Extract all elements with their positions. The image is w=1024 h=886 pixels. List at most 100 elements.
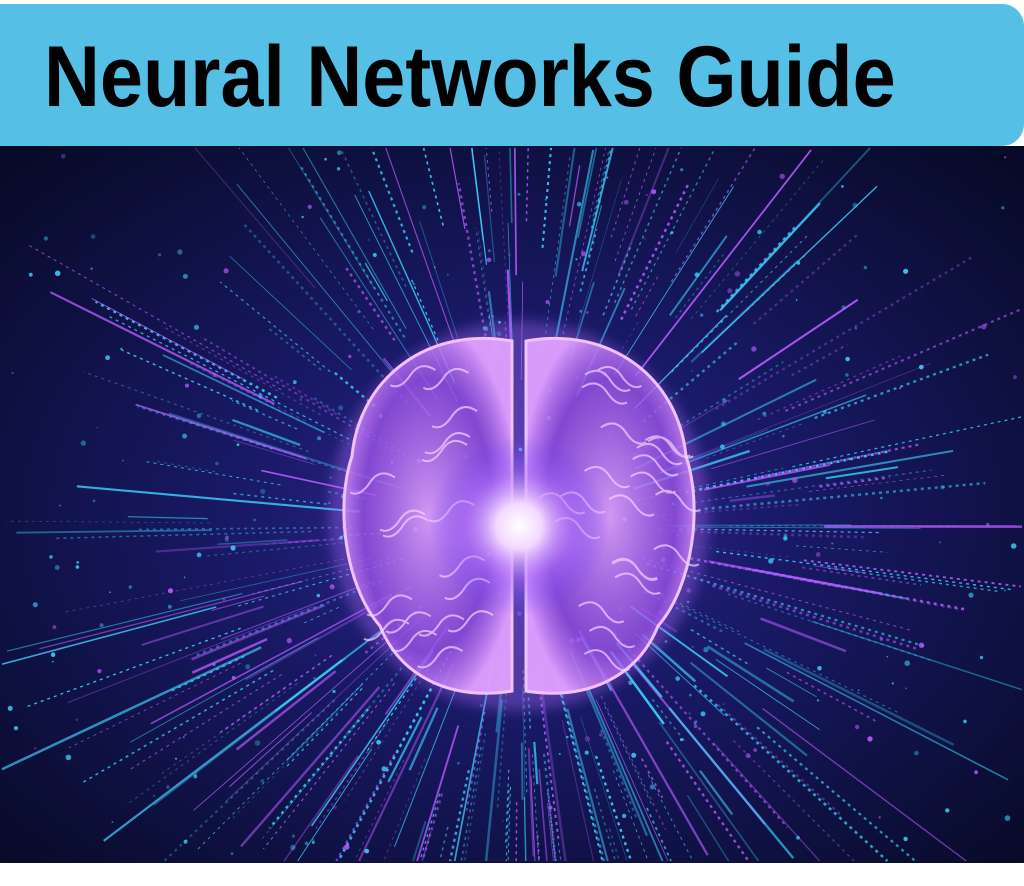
particle-dot (986, 522, 990, 527)
particle-dot (54, 565, 60, 570)
light-streak (127, 674, 282, 772)
light-streak (188, 363, 306, 422)
particle-dot (700, 313, 704, 317)
light-streak (553, 667, 606, 862)
light-streak (505, 769, 510, 847)
particle-dot (722, 398, 727, 404)
light-streak (496, 664, 510, 810)
particle-dot (963, 719, 967, 724)
particle-dot (372, 253, 377, 257)
light-streak (538, 769, 548, 862)
light-streak (522, 687, 527, 862)
particle-dot (623, 199, 629, 205)
particle-dot (90, 267, 93, 270)
light-streak (484, 699, 504, 862)
brain-fold (349, 472, 396, 495)
particle-dot (105, 355, 110, 361)
light-streak (757, 355, 901, 421)
light-streak (235, 670, 337, 751)
particle-dot (845, 356, 850, 362)
light-streak (155, 539, 318, 553)
particle-dot (968, 592, 974, 598)
particle-dot (236, 443, 240, 447)
particle-dot (545, 300, 550, 304)
particle-dot (122, 459, 124, 462)
light-streak (153, 657, 347, 806)
light-streak (315, 721, 389, 829)
light-streak (509, 147, 513, 224)
light-streak (53, 530, 312, 540)
particle-dot (157, 253, 162, 257)
particle-dot (299, 398, 302, 401)
light-streak (421, 831, 432, 862)
particle-dot (903, 836, 908, 842)
light-streak (263, 683, 395, 850)
particle-dot (7, 705, 13, 711)
particle-dot (97, 669, 102, 674)
brain-fold (424, 432, 471, 455)
light-streak (274, 375, 338, 416)
particle-dot (575, 258, 578, 261)
particle-dot (11, 371, 14, 375)
particle-dot (348, 354, 352, 359)
particle-dot (841, 185, 844, 188)
light-streak (550, 824, 557, 862)
light-streak (802, 566, 922, 586)
brain-fold (581, 382, 628, 405)
particle-dot (721, 421, 726, 427)
light-streak (194, 147, 316, 289)
light-streak (643, 586, 901, 715)
particle-dot (905, 687, 907, 690)
brain-fold (366, 594, 413, 617)
light-streak (507, 786, 511, 862)
particle-dot (599, 732, 603, 737)
particle-dot (675, 676, 680, 681)
particle-dot (486, 257, 492, 263)
light-streak (160, 324, 321, 416)
brain-fold (418, 614, 465, 637)
particle-dot (918, 364, 924, 370)
particle-dot (700, 711, 706, 717)
light-streak (712, 742, 821, 862)
hero-image (0, 146, 1024, 863)
light-streak (561, 719, 595, 862)
light-streak (285, 687, 363, 768)
particle-dot (879, 637, 884, 641)
brain-fold (447, 610, 494, 633)
light-streak (266, 326, 322, 371)
light-streak (130, 637, 319, 743)
particle-dot (301, 215, 304, 219)
particle-dot (831, 542, 834, 545)
light-streak (809, 474, 947, 492)
page-title: Neural Networks Guide (44, 29, 896, 125)
particle-dot (688, 712, 691, 715)
light-streak (715, 659, 820, 731)
particle-dot (689, 693, 692, 697)
light-streak (704, 481, 986, 511)
brain-fold (630, 471, 677, 494)
particle-dot (260, 779, 265, 783)
particle-dot (757, 229, 762, 235)
particle-dot (183, 839, 188, 844)
light-streak (763, 648, 955, 746)
light-streak (613, 632, 789, 829)
particle-dot (703, 647, 709, 653)
light-streak (693, 684, 889, 862)
light-streak (613, 186, 734, 376)
particle-dot (212, 372, 217, 378)
light-streak (240, 686, 381, 848)
brain-fold (614, 572, 661, 595)
particle-dot (691, 370, 694, 372)
light-streak (76, 485, 360, 513)
light-streak (651, 698, 686, 743)
particle-dot (433, 266, 436, 269)
particle-dot (225, 535, 229, 540)
light-streak (674, 543, 791, 558)
particle-dot (446, 273, 449, 276)
particle-dot (230, 545, 236, 551)
light-streak (762, 707, 967, 862)
particle-dot (817, 666, 822, 671)
light-streak (675, 178, 720, 254)
brain-fold (578, 601, 625, 624)
particle-dot (768, 558, 774, 564)
